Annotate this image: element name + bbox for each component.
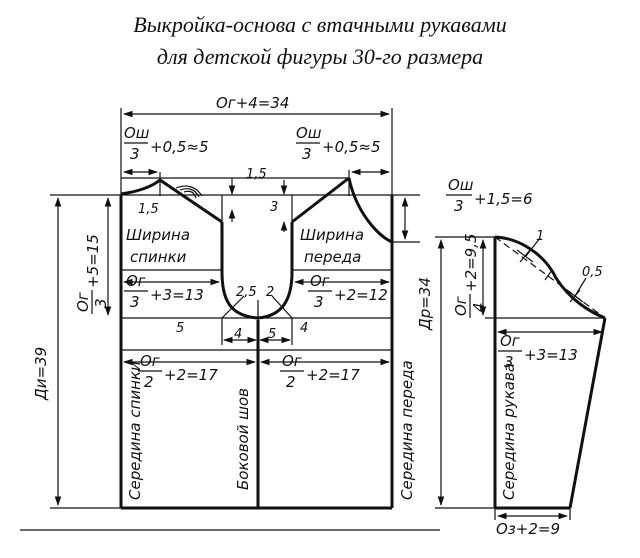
back-hip-formula: Ог 2 +2=17 [138,352,218,391]
sleeve-underarm-line [568,317,607,509]
fraction-den: 3 [130,145,140,163]
fraction-den: 3 [454,197,464,215]
fraction-num: Ош [124,124,150,142]
value-2: 2 [266,285,274,300]
front-neck-formula: Ош 3 +0,5≈5 [296,124,381,163]
formula-tail: +1,5=6 [474,190,533,208]
dr-label: Др=34 [416,277,434,331]
formula-tail: +0,5≈5 [322,138,381,156]
value-1-5-shoulder: 1,5 [246,167,267,182]
back-shoulder-line [159,178,223,224]
center-sleeve-label: Середина рукава [500,363,518,500]
back-width-word-2: спинки [130,248,187,266]
front-width-formula: Ог 3 +2=12 [308,272,388,311]
front-shoulder-line [291,176,350,224]
center-front-label: Середина переда [398,360,416,500]
value-1-cap: 1 [536,229,544,244]
value-5-back: 5 [176,321,184,336]
value-4-width: 4 [234,327,242,342]
formula-tail: +3=13 [150,286,204,304]
back-width-formula: Ог 3 +3=13 [124,272,204,311]
back-neck-formula: Ош 3 +0,5≈5 [124,124,209,163]
formula-tail: +3=13 [524,346,578,364]
formula-tail: +2=17 [306,366,360,384]
center-back-label: Середина спинки [126,361,144,500]
sleeve-bottom-label: Оз+2=9 [496,520,560,538]
armhole-depth-formula: Ог 3 +5=15 [74,234,110,314]
formula-tail: +2=12 [334,286,388,304]
back-width-word-1: Ширина [126,226,190,244]
side-seam-label: Боковой шов [234,388,252,490]
formula-tail: +2=17 [164,366,218,384]
value-0-5-cap: 0,5 [582,265,603,280]
fraction-den: 3 [504,353,514,371]
front-neck-curve [347,177,393,244]
fraction-num: Ош [296,124,322,142]
sleeve-cap-curve [494,235,606,320]
value-4-front: 4 [300,321,308,336]
fraction-den: 3 [92,298,110,308]
fraction-num: Ог [126,272,146,290]
sleeve-cap-formula: Ог 4 +2=9,5 [452,233,488,318]
fraction-den: 2 [286,373,296,391]
fraction-num: Ог [282,352,302,370]
fraction-den: 3 [130,293,140,311]
fraction-num: Ог [452,296,470,316]
value-5-width: 5 [268,327,276,342]
fraction-num: Ог [500,332,520,350]
bodice-outline [119,176,394,510]
back-neck-curve [120,178,161,196]
front-width-word-1: Ширина [300,226,364,244]
fraction-num: Ог [74,292,92,312]
fraction-num: Ог [310,272,330,290]
value-2-5: 2,5 [236,285,257,300]
fraction-den: 3 [314,293,324,311]
sleeve-width-formula: Ог 3 +3=13 [498,332,578,371]
di-label: Ди=39 [32,347,50,401]
value-3-front: 3 [270,200,278,215]
dimension-arrows [50,110,409,509]
fraction-den: 2 [144,373,154,391]
title-line-2: для детской фигуры 30-го размера [156,44,484,69]
formula-tail: +0,5≈5 [150,138,209,156]
front-armhole-curve [257,222,294,320]
front-width-word-2: переда [304,248,361,266]
construction-lines [120,108,420,351]
shoulder-drop-formula: Ош 3 +1,5=6 [446,176,533,215]
top-width-label: Ог+4=34 [216,94,289,112]
fraction-den: 3 [302,145,312,163]
back-armhole-curve [220,222,259,320]
value-1-5-back: 1,5 [138,202,159,217]
formula-tail: +5=15 [84,234,102,288]
fraction-den: 4 [470,302,488,312]
front-hip-formula: Ог 2 +2=17 [280,352,360,391]
formula-tail: +2=9,5 [462,233,480,292]
fraction-num: Ог [140,352,160,370]
fraction-num: Ош [448,176,474,194]
title-line-1: Выкройка-основа с втачными рукавами [133,12,507,37]
sleeve-outline [435,235,607,520]
